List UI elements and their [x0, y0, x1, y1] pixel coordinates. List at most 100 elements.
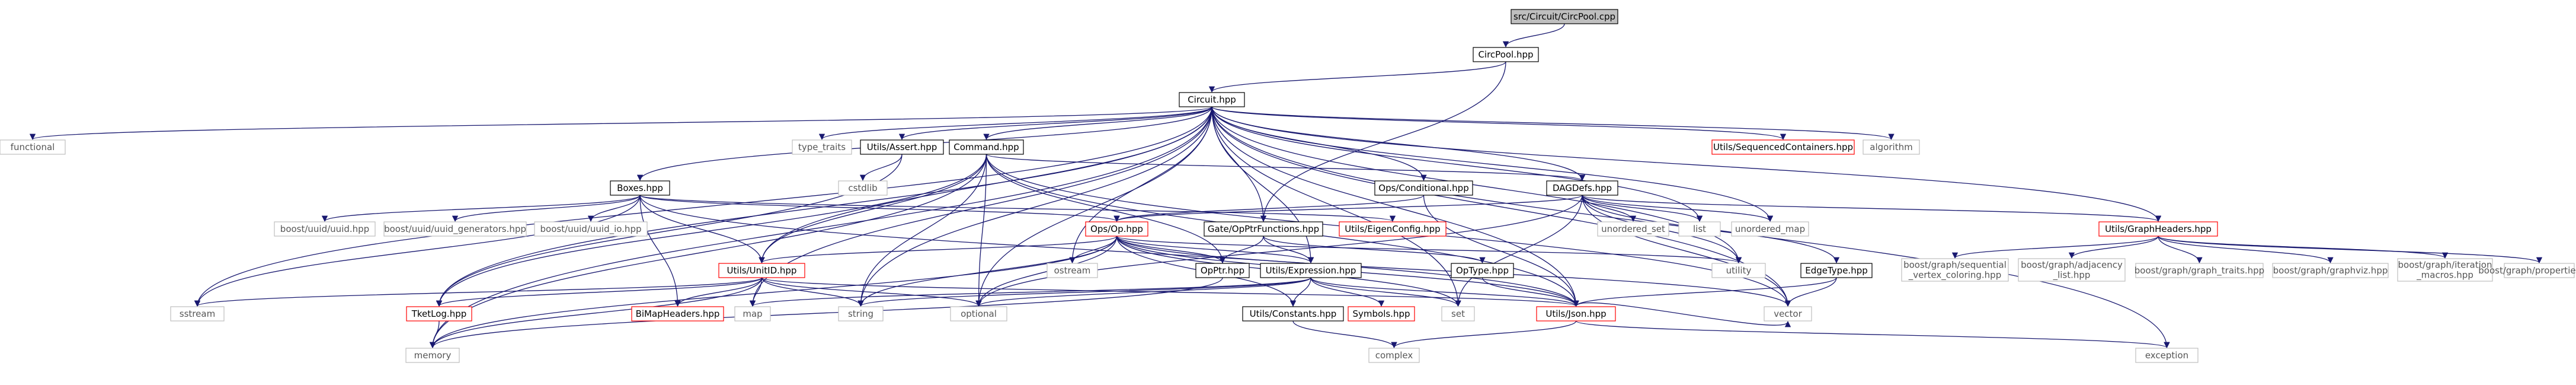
node-vector: vector — [1764, 306, 1812, 322]
edge-circuit-hpp-to-unordered-map — [1211, 106, 1774, 222]
edge-utils-json-to-vector — [1575, 302, 1791, 327]
node-box — [2397, 258, 2493, 282]
node-box — [1678, 221, 1721, 237]
node-label: Symbols.hpp — [1352, 308, 1410, 319]
node-box — [1764, 306, 1812, 322]
node-box — [1179, 92, 1245, 107]
edge-utils-expr-to-symbols — [1310, 277, 1385, 307]
node-uuid-gen: boost/uuid/uuid_generators.hpp — [383, 221, 527, 237]
edge-gate-opptr-to-optype-hpp — [1263, 236, 1486, 264]
edge-ops-op-to-utils-expr — [1116, 236, 1314, 264]
edge-dagdefs-to-list — [1582, 195, 1703, 222]
node-box — [1711, 263, 1766, 278]
node-utils-expr[interactable]: Utils/Expression.hpp — [1260, 263, 1362, 278]
node-label: src/Circuit/CircPool.cpp — [1513, 11, 1615, 22]
node-functional: functional — [0, 139, 66, 155]
node-label: utility — [1726, 265, 1752, 276]
node-label: Ops/Op.hpp — [1090, 224, 1143, 234]
edge-circuit-hpp-to-gate-opptr — [1211, 106, 1267, 222]
node-symbols[interactable]: Symbols.hpp — [1348, 306, 1415, 322]
edge-boxes-hpp-to-bimap — [639, 195, 681, 307]
edge-opptr-hpp-to-memory — [430, 277, 1223, 349]
node-list: list — [1678, 221, 1721, 237]
edge-circuit-hpp-to-utils-expr — [1211, 106, 1314, 264]
node-label: CircPool.hpp — [1478, 49, 1533, 60]
node-box — [860, 139, 944, 155]
edge-circuit-hpp-to-utils-assert — [898, 106, 1212, 141]
node-ops-cond[interactable]: Ops/Conditional.hpp — [1374, 180, 1473, 196]
node-label: Utils/UnitID.hpp — [727, 265, 797, 276]
edge-utils-graph-to-bg-seq — [1951, 236, 2159, 259]
node-set: set — [1441, 306, 1475, 322]
node-box — [1597, 221, 1669, 237]
node-tketlog[interactable]: TketLog.hpp — [406, 306, 472, 322]
node-utils-seq[interactable]: Utils/SequencedContainers.hpp — [1711, 139, 1855, 155]
edge-boxes-hpp-to-uuid-gen — [452, 195, 641, 222]
edge-ops-cond-to-utils-json — [1423, 195, 1579, 307]
node-edgetype[interactable]: EdgeType.hpp — [1800, 263, 1873, 278]
node-box — [950, 306, 1007, 322]
graph-nodes: src/Circuit/CircPool.cppCircPool.hppCirc… — [0, 9, 2576, 363]
node-label: BiMapHeaders.hpp — [636, 308, 720, 319]
node-boxes-hpp[interactable]: Boxes.hpp — [610, 180, 670, 196]
edge-command-hpp-to-optional — [975, 154, 987, 307]
edge-utils-graph-to-bg-viz — [2158, 236, 2334, 264]
edge-circuit-hpp-to-sstream — [194, 106, 1212, 307]
edge-utils-expr-to-map — [750, 277, 1311, 307]
node-box — [2135, 348, 2199, 363]
node-label: complex — [1375, 350, 1413, 361]
node-opptr-hpp[interactable]: OpPtr.hpp — [1195, 263, 1250, 278]
node-box — [2135, 263, 2264, 278]
node-box — [1731, 221, 1809, 237]
node-box — [1204, 221, 1323, 237]
node-ops-op[interactable]: Ops/Op.hpp — [1085, 221, 1148, 237]
node-utils-assert[interactable]: Utils/Assert.hpp — [860, 139, 944, 155]
node-label: boost/uuid/uuid.hpp — [280, 224, 369, 234]
node-label: algorithm — [1870, 142, 1912, 152]
node-box — [1863, 139, 1920, 155]
node-map: map — [734, 306, 771, 322]
node-box — [1451, 263, 1514, 278]
node-utils-const[interactable]: Utils/Constants.hpp — [1242, 306, 1344, 322]
node-utils-graph[interactable]: Utils/GraphHeaders.hpp — [2098, 221, 2218, 237]
node-circpool-hpp[interactable]: CircPool.hpp — [1473, 47, 1539, 62]
node-bimap[interactable]: BiMapHeaders.hpp — [631, 306, 724, 322]
edge-utils-graph-to-bg-traits — [2158, 236, 2203, 264]
node-box — [406, 306, 472, 322]
node-label: boost/graph/adjacency — [2021, 260, 2123, 271]
node-utils-eigen[interactable]: Utils/EigenConfig.hpp — [1339, 221, 1447, 237]
node-label: ostream — [1054, 265, 1091, 276]
node-optype-hpp[interactable]: OpType.hpp — [1451, 263, 1514, 278]
edge-circuit-hpp-to-algorithm — [1211, 106, 1895, 141]
node-circuit-hpp[interactable]: Circuit.hpp — [1179, 92, 1245, 107]
edge-circuit-hpp-to-string — [857, 106, 1212, 307]
node-label: map — [743, 308, 762, 319]
edge-command-hpp-to-opptr-hpp — [985, 154, 1226, 264]
node-optional: optional — [950, 306, 1007, 322]
node-label: EdgeType.hpp — [1805, 265, 1868, 276]
node-box — [838, 180, 888, 196]
edge-circuit-hpp-to-memory — [429, 106, 1212, 349]
edge-utils-expr-to-set — [1310, 277, 1461, 307]
node-label: boost/uuid/uuid_io.hpp — [540, 224, 642, 235]
edge-utils-json-to-exception — [1575, 320, 2170, 349]
node-utils-json[interactable]: Utils/Json.hpp — [1536, 306, 1616, 322]
node-ostream: ostream — [1047, 263, 1098, 278]
node-dagdefs[interactable]: DAGDefs.hpp — [1546, 180, 1618, 196]
node-label: functional — [11, 142, 55, 152]
node-box — [1374, 180, 1473, 196]
node-label: Utils/Json.hpp — [1545, 308, 1606, 319]
node-label: boost/graph/graphviz.hpp — [2273, 265, 2388, 276]
node-command-hpp[interactable]: Command.hpp — [949, 139, 1024, 155]
edge-dagdefs-to-utils-graph — [1582, 195, 2161, 222]
edge-circuit-hpp-to-type-traits — [819, 106, 1212, 141]
node-gate-opptr[interactable]: Gate/OpPtrFunctions.hpp — [1204, 221, 1323, 237]
node-circpool-cpp[interactable]: src/Circuit/CircPool.cpp — [1511, 9, 1618, 24]
node-uuid-hpp: boost/uuid/uuid.hpp — [274, 221, 376, 237]
edge-boxes-hpp-to-uuid-hpp — [322, 195, 641, 222]
node-utils-unitid[interactable]: Utils/UnitID.hpp — [718, 263, 805, 278]
edge-utils-assert-to-cstdlib — [859, 154, 903, 182]
edge-circuit-hpp-to-set — [1211, 106, 1461, 307]
node-label: Utils/SequencedContainers.hpp — [1713, 142, 1853, 152]
